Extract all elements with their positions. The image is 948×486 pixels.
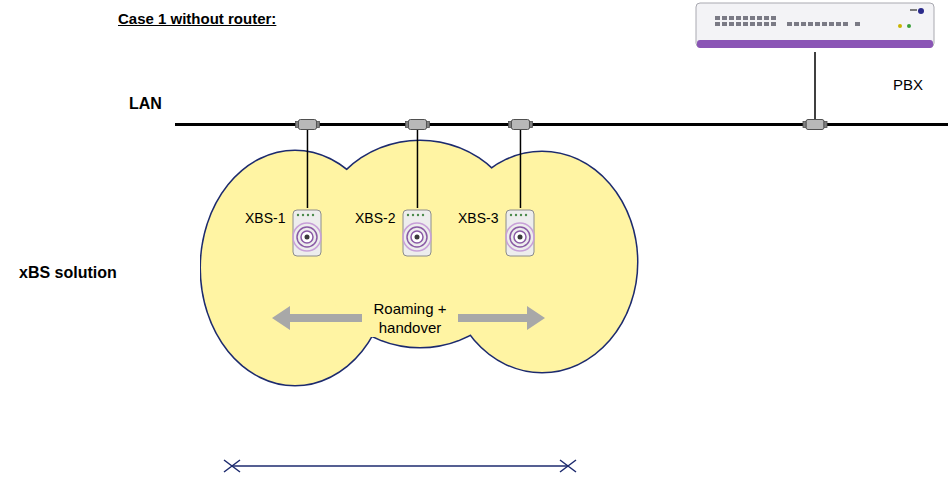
node-label: XBS-3 bbox=[458, 210, 498, 226]
lan-connection bbox=[520, 126, 522, 208]
lan-bus: LAN bbox=[175, 123, 948, 126]
cross-mark bbox=[560, 460, 576, 472]
lan-connection bbox=[814, 52, 816, 123]
node-label: LAN bbox=[129, 95, 162, 113]
lan-coupler bbox=[803, 120, 827, 130]
base-station: XBS-1 bbox=[245, 208, 327, 260]
lan-connection bbox=[417, 126, 419, 208]
base-station: XBS-2 bbox=[355, 208, 437, 260]
arrow-label: Roaming + handover bbox=[362, 299, 458, 337]
node-label: xBS solution bbox=[19, 264, 117, 282]
cross-mark bbox=[224, 460, 240, 472]
node-label: XBS-1 bbox=[245, 210, 285, 226]
lan-coupler bbox=[508, 120, 532, 130]
station-icon bbox=[500, 208, 540, 260]
base-station: XBS-3 bbox=[458, 208, 540, 260]
lan-coupler bbox=[405, 120, 429, 130]
coverage-cloud: xBS solutionXBS-1XBS-2XBS-3 bbox=[200, 138, 640, 388]
lan-coupler bbox=[295, 120, 319, 130]
station-icon bbox=[287, 208, 327, 260]
pbx-device: PBX bbox=[695, 2, 935, 52]
node-label: PBX bbox=[893, 76, 923, 93]
station-icon bbox=[397, 208, 437, 260]
cloud-shape bbox=[200, 138, 640, 388]
lan-connection bbox=[307, 126, 309, 208]
node-label: XBS-2 bbox=[355, 210, 395, 226]
pbx-icon bbox=[695, 2, 935, 52]
diagram-title: Case 1 without router: bbox=[118, 10, 276, 27]
dimension-line bbox=[232, 465, 568, 467]
